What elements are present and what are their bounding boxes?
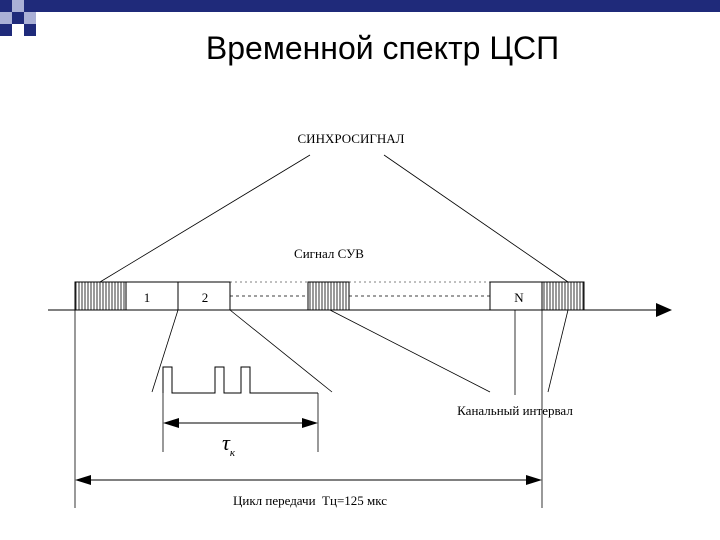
pulse-waveform	[162, 366, 318, 394]
sync-line-left	[99, 154, 311, 283]
slide-title: Временной спектр ЦСП	[205, 30, 560, 66]
sync-right-to-channel-line	[547, 309, 569, 393]
sync-line-right	[383, 154, 569, 283]
cycle-label: Цикл передачи Тц=125 мкс	[233, 493, 387, 508]
slot-1	[125, 281, 179, 311]
channel-interval-label: Канальный интервал	[457, 403, 573, 418]
slot-n	[489, 281, 543, 311]
tau-arrow-left	[163, 418, 179, 428]
slot-2-label: 2	[202, 290, 209, 305]
time-axis-arrow	[656, 303, 672, 317]
slot-2	[177, 281, 231, 311]
tau-symbol: τк	[222, 430, 236, 459]
corner-decoration	[0, 0, 720, 36]
zoom-line-left	[151, 309, 179, 393]
sync-block-right	[541, 281, 585, 311]
zoom-line-right	[229, 309, 333, 393]
suv-block	[307, 281, 350, 311]
cycle-arrow-left	[75, 475, 91, 485]
suv-signal-label: Сигнал СУВ	[294, 246, 364, 261]
sync-block-left	[74, 281, 127, 311]
sync-signal-label: СИНХРОСИГНАЛ	[298, 131, 405, 146]
slot-n-label: N	[514, 290, 524, 305]
slot-1-label: 1	[144, 290, 151, 305]
tau-arrow-right	[302, 418, 318, 428]
cycle-arrow-right	[526, 475, 542, 485]
suv-to-channel-line	[329, 309, 491, 393]
